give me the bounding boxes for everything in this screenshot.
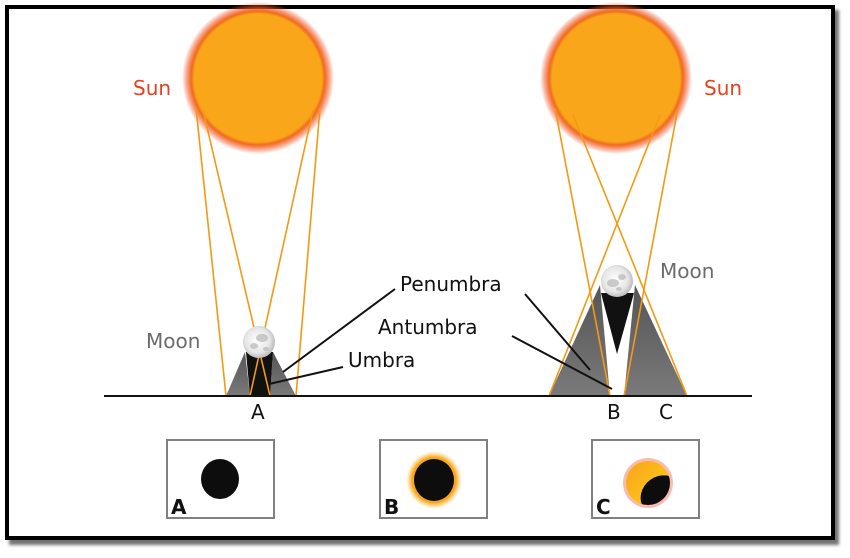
inset-a: A <box>166 439 275 519</box>
moon-left-craters <box>250 334 269 351</box>
left-setup <box>182 2 334 397</box>
moon-right-craters <box>607 274 626 291</box>
inset-a-moon-disk <box>201 459 239 499</box>
leader-penumbra-left <box>282 288 396 373</box>
moon-left <box>243 326 275 358</box>
inset-c: C <box>591 439 700 519</box>
sun-right-label: Sun <box>704 76 742 100</box>
penumbra-left-bc <box>549 285 610 396</box>
inset-c-moon-disk <box>640 475 670 505</box>
inset-b: B <box>379 439 488 519</box>
penumbra-right-bc <box>624 285 687 396</box>
point-b-label: B <box>607 400 621 424</box>
sun-left-label: Sun <box>133 76 171 100</box>
umbra-bc <box>601 293 634 354</box>
leader-umbra <box>268 366 344 385</box>
sun-right <box>552 14 680 142</box>
antumbra-label: Antumbra <box>378 315 478 339</box>
penumbra-right-a <box>270 352 296 396</box>
leader-lines <box>268 288 613 390</box>
penumbra-label: Penumbra <box>400 272 502 296</box>
inset-a-label: A <box>171 495 187 519</box>
inset-b-label: B <box>384 495 399 519</box>
point-a-label: A <box>251 400 265 424</box>
sun-left <box>194 14 322 142</box>
inset-c-label: C <box>596 495 611 519</box>
moon-left-label: Moon <box>146 329 200 353</box>
leader-antumbra <box>511 335 613 390</box>
moon-right-label: Moon <box>660 259 714 283</box>
inset-b-moon-disk <box>414 459 454 501</box>
umbra-label: Umbra <box>348 348 415 372</box>
leader-penumbra-right <box>524 293 591 371</box>
point-c-label: C <box>659 400 673 424</box>
penumbra-left-a <box>226 352 250 396</box>
right-setup <box>540 2 692 397</box>
sun-rays-right <box>548 107 688 397</box>
